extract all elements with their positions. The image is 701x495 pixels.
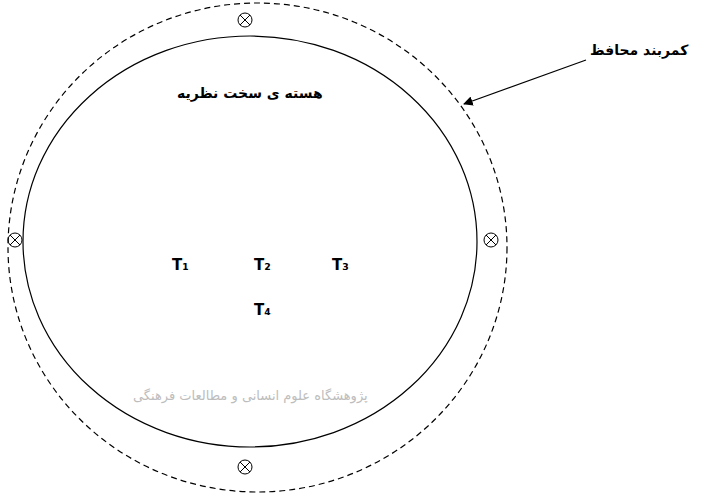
protective-belt: کمربند محافظهسته ی سخت نظریه <box>7 2 508 493</box>
term-label: T₁ <box>172 256 189 274</box>
term-label: T₃ <box>332 256 349 274</box>
belt-label: کمربند محافظ <box>590 42 688 58</box>
leader-arrow <box>464 60 586 104</box>
protective-belt-ellipse <box>8 3 507 492</box>
cross-symbol <box>238 460 252 474</box>
watermark: پژوهشگاه علوم انسانی و مطالعات فرهنگی <box>133 388 368 403</box>
term-label: T₄ <box>254 301 271 319</box>
cross-symbol <box>8 233 22 247</box>
protective-belt-outline <box>7 2 508 493</box>
cross-symbol <box>238 13 252 27</box>
term-label: T₂ <box>254 256 271 274</box>
hard-core: هسته ی سخت نظریه <box>22 35 478 448</box>
hard-core-ellipse <box>23 36 477 447</box>
core-label: هسته ی سخت نظریه <box>177 85 323 101</box>
cross-symbol <box>484 233 498 247</box>
